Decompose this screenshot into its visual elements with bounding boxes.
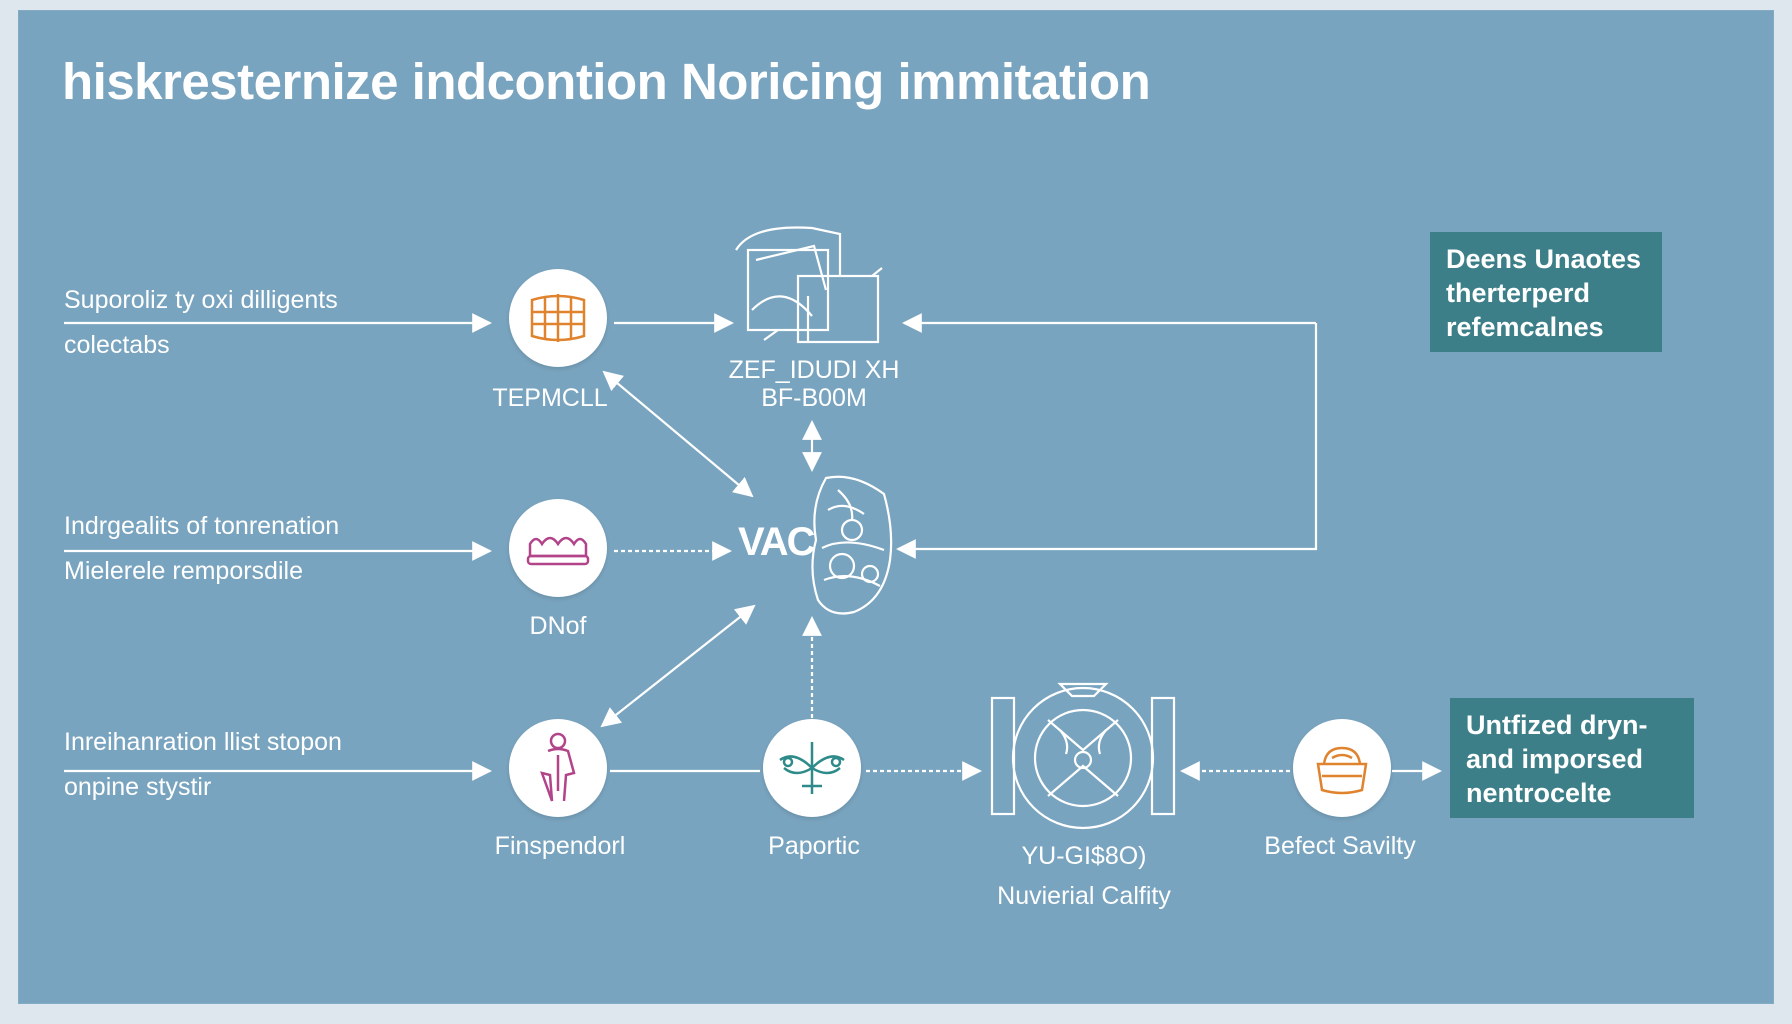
label-dnof: DNof xyxy=(529,612,587,640)
figure-icon xyxy=(540,732,576,802)
label-top-item-line2: BF-B00M xyxy=(761,384,867,412)
note-box-2: Untfized dryn- and imporsed nentrocelte xyxy=(1450,698,1694,818)
grid-icon xyxy=(530,294,586,342)
left-label-3-line2: onpine stystir xyxy=(64,773,212,801)
left-label-1-line2: colectabs xyxy=(64,331,170,359)
node-dnof xyxy=(509,499,607,597)
label-wheel-item-line2: Nuvierial Calfity xyxy=(997,882,1171,910)
crown-tray-icon xyxy=(526,536,590,566)
diagram-title: hiskresternize indcontion Noricing immit… xyxy=(62,53,1151,110)
arrow-tepmcll-center-diag xyxy=(602,370,754,498)
left-label-1: Suporoliz ty oxi dilligents colectabs xyxy=(64,278,338,368)
label-befect-savilty: Befect Savilty xyxy=(1264,832,1416,860)
label-top-item: ZEF_IDUDI XH BF-B00M xyxy=(729,356,900,412)
documents-icon xyxy=(735,226,883,344)
label-finspendorl: Finspendorl xyxy=(494,832,626,860)
left-label-2-line1: Indrgealits of tonrenation xyxy=(64,512,340,540)
label-paportic: Paportic xyxy=(768,832,860,860)
left-label-2-line2: Mielerele remporsdile xyxy=(64,557,303,585)
label-tepmcll: TEPMCLL xyxy=(492,384,608,412)
compass-icon xyxy=(779,742,845,794)
left-label-2: Indrgealits of tonrenation Mielerele rem… xyxy=(64,504,339,594)
note-box-1-line1: Deens Unaotes xyxy=(1446,244,1642,274)
cluster-icon xyxy=(811,475,893,615)
node-tepmcll xyxy=(509,269,607,367)
node-finspendorl xyxy=(509,719,607,817)
left-label-1-line1: Suporoliz ty oxi dilligents xyxy=(64,286,338,314)
node-paportic xyxy=(763,719,861,817)
left-label-3: Inreihanration llist stopon onpine styst… xyxy=(64,720,342,810)
note-box-1-line3: refemcalnes xyxy=(1446,312,1604,342)
basket-icon xyxy=(1316,746,1368,795)
arrow-finspendorl-center-diag xyxy=(600,604,756,728)
label-top-item-line1: ZEF_IDUDI XH xyxy=(728,356,900,384)
note-box-2-line2: and imporsed xyxy=(1466,744,1644,774)
note-box-2-line3: nentrocelte xyxy=(1466,778,1612,808)
label-wheel-item: YU-GI$8O) Nuvierial Calfity xyxy=(997,836,1171,916)
left-label-3-line1: Inreihanration llist stopon xyxy=(64,728,342,756)
wheel-icon xyxy=(990,682,1176,830)
diagram-panel xyxy=(18,10,1774,1004)
note-box-1: Deens Unaotes therterperd refemcalnes xyxy=(1430,232,1662,352)
note-box-2-line1: Untfized dryn- xyxy=(1466,710,1648,740)
label-wheel-item-line1: YU-GI$8O) xyxy=(1021,842,1147,870)
note-box-1-line2: therterperd xyxy=(1446,278,1591,308)
label-center-item: VAC xyxy=(738,520,815,564)
feedback-loop-line xyxy=(898,323,1318,551)
node-befect-savilty xyxy=(1293,719,1391,817)
